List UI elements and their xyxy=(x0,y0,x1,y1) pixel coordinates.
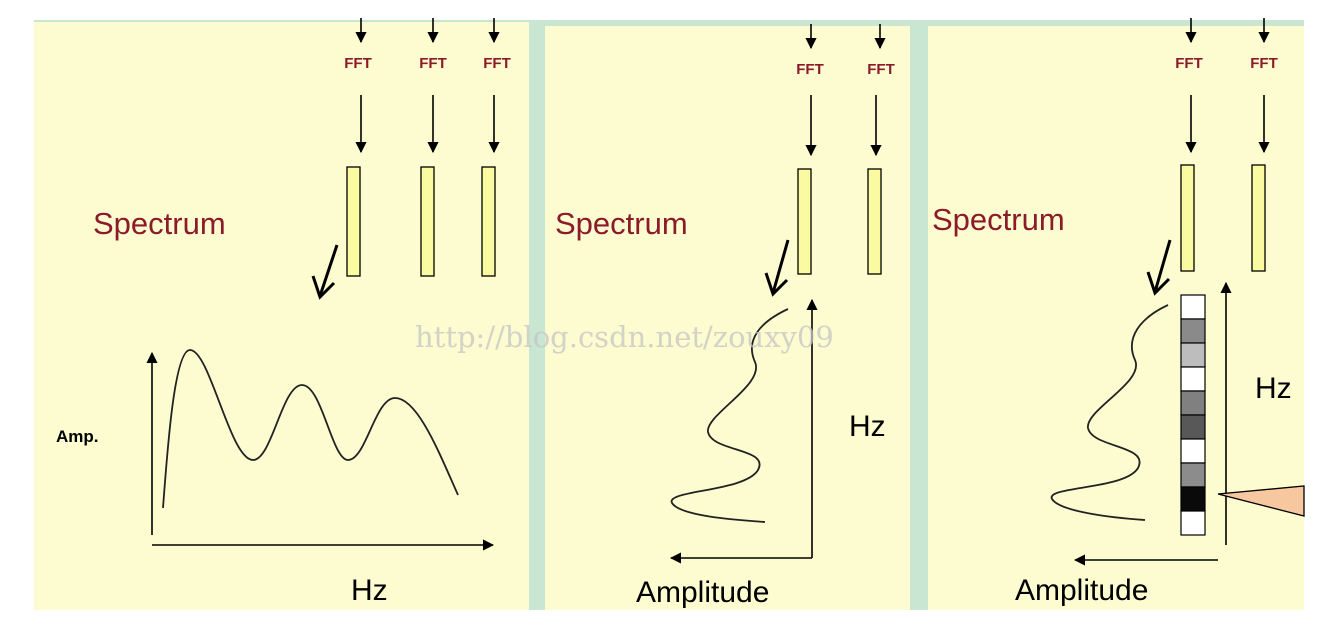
spectrum-cell xyxy=(1180,510,1206,536)
fft-label: FFT xyxy=(419,55,447,72)
watermark-text: http://blog.csdn.net/zouxy09 xyxy=(415,320,834,354)
panel-1: FFT FFT FFT Spectrum Amp. Hz xyxy=(56,18,511,607)
zoom-arrow xyxy=(318,244,339,297)
spectrum-frame-bar xyxy=(346,166,361,277)
spectrum-frame-bar xyxy=(867,168,882,275)
grayscale-cell-column xyxy=(1180,294,1206,536)
spectrum-cell xyxy=(1180,342,1206,368)
panel-2: FFT FFT Spectrum Hz Amplitude xyxy=(555,24,895,609)
spectrum-label: Spectrum xyxy=(555,206,688,241)
spectrum-cell xyxy=(1180,318,1206,344)
zoom-arrow-head xyxy=(311,275,336,300)
spectrum-cell xyxy=(1180,486,1206,512)
spectrum-frame-bar xyxy=(481,166,496,277)
spectrum-cell xyxy=(1180,414,1206,440)
panel-3: FFT FFT Spectrum Hz Amplitude xyxy=(932,18,1305,607)
spectrum-label: Spectrum xyxy=(932,202,1065,237)
panel-1-background xyxy=(34,22,529,610)
zoom-arrow-head xyxy=(1146,271,1171,296)
panel-2-background xyxy=(545,26,910,610)
amp-axis-label: Amp. xyxy=(56,427,99,446)
spectrum-curve xyxy=(162,349,459,509)
fft-label: FFT xyxy=(1250,55,1278,72)
rotated-spectrum-curve xyxy=(671,308,789,523)
amplitude-axis-label: Amplitude xyxy=(1015,574,1148,607)
spectrum-cell xyxy=(1180,462,1206,488)
spectrum-cell xyxy=(1180,366,1206,392)
spectrum-frame-bar xyxy=(420,166,435,277)
spectrum-cell xyxy=(1180,390,1206,416)
rotated-spectrum-curve xyxy=(1051,304,1169,521)
spectrum-frame-bar xyxy=(1251,164,1266,272)
fft-label: FFT xyxy=(344,55,372,72)
fft-label: FFT xyxy=(867,61,895,78)
spectrum-frame-bar xyxy=(797,168,812,275)
fft-label: FFT xyxy=(483,55,511,72)
spectrum-cell xyxy=(1180,438,1206,464)
spectrum-frame-bar xyxy=(1180,164,1195,272)
hz-axis-label: Hz xyxy=(849,410,886,443)
projection-wedge xyxy=(1217,485,1305,517)
zoom-arrow-head xyxy=(764,272,789,297)
spectrum-label: Spectrum xyxy=(93,206,226,241)
fft-label: FFT xyxy=(796,61,824,78)
fft-label: FFT xyxy=(1175,55,1203,72)
amplitude-axis-label: Amplitude xyxy=(636,576,769,609)
panel-3-background xyxy=(928,26,1304,610)
zoom-arrow xyxy=(1153,239,1172,293)
zoom-arrow xyxy=(771,239,790,294)
hz-axis-label: Hz xyxy=(351,574,388,607)
hz-axis-label: Hz xyxy=(1255,372,1292,405)
spectrum-cell xyxy=(1180,294,1206,320)
